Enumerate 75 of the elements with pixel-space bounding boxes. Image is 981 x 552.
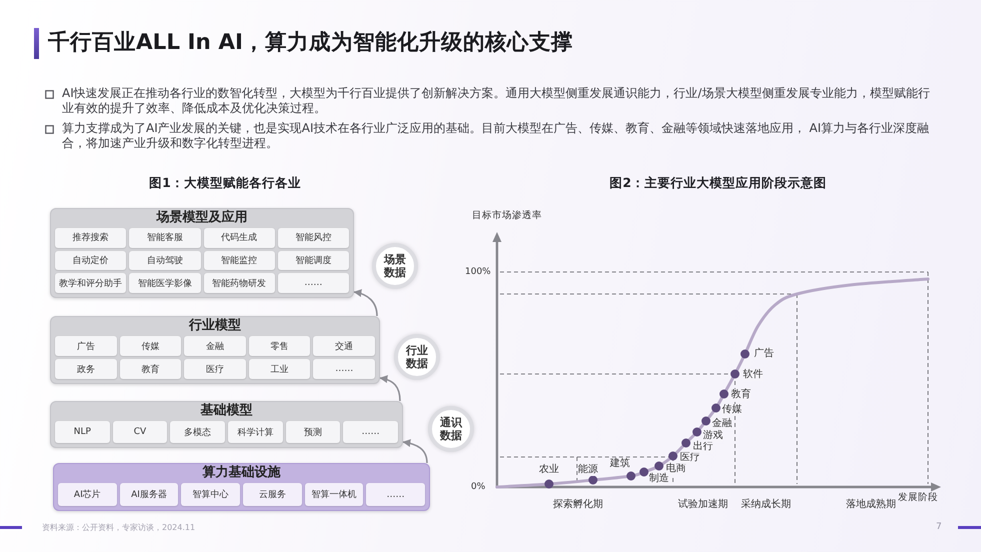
point-label: 金融 — [712, 418, 732, 430]
capability-tile: 交通 — [313, 336, 375, 356]
point-label: 教育 — [731, 389, 751, 401]
capability-tile: …… — [343, 421, 398, 443]
point-label: 传媒 — [722, 404, 742, 416]
point-label: 软件 — [743, 369, 763, 381]
capability-tile: 智能监控 — [204, 250, 275, 270]
capability-tile: 金融 — [184, 336, 246, 356]
slide-title: 千行百业ALL In AI，算力成为智能化升级的核心支撑 — [48, 29, 573, 57]
axis-tick-label: 0% — [471, 481, 486, 493]
panel-title: 行业模型 — [189, 318, 241, 334]
point-label: 建筑 — [610, 458, 630, 470]
capability-tile: …… — [313, 359, 375, 379]
phase-label: 采纳成长期 — [741, 499, 791, 511]
capability-tile: 智能客服 — [129, 228, 200, 248]
capability-tile: 智能风控 — [278, 228, 349, 248]
point-label: 游戏 — [703, 430, 723, 442]
capability-tile: 预测 — [286, 421, 340, 443]
axis-title: 目标市场渗透率 — [472, 210, 542, 222]
layer-panel — [50, 208, 354, 298]
curved-arrow — [354, 289, 378, 316]
figure-caption: 图2：主要行业大模型应用阶段示意图 — [610, 175, 826, 191]
capability-tile: 智能医学影像 — [129, 273, 200, 293]
point-label: 能源 — [578, 464, 598, 476]
phase-label: 试验加速期 — [678, 499, 728, 511]
data-source-circle: 行业数据 — [394, 334, 440, 380]
capability-tile: 教学和评分助手 — [55, 273, 126, 293]
curved-arrow — [380, 375, 401, 402]
panel-title: 基础模型 — [200, 403, 252, 419]
capability-tile: 科学计算 — [228, 421, 283, 443]
data-source-circle: 场景数据 — [372, 243, 418, 289]
layer-panel — [50, 316, 380, 384]
capability-tile: 智能药物研发 — [204, 273, 275, 293]
point-label: 广告 — [754, 348, 774, 360]
panel-title: 场景模型及应用 — [156, 210, 248, 226]
data-source-circle: 通识数据 — [428, 406, 474, 452]
panel-title: 算力基础设施 — [202, 465, 280, 481]
capability-tile: 政务 — [55, 359, 117, 379]
capability-tile: 工业 — [248, 359, 310, 379]
capability-tile: …… — [278, 273, 349, 293]
capability-tile: 推荐搜索 — [55, 228, 126, 248]
page-number: 7 — [936, 521, 942, 533]
axis-tick-label: 100% — [465, 266, 491, 278]
capability-tile: CV — [112, 421, 168, 443]
capability-tile: 多模态 — [170, 421, 225, 443]
layer-panel — [50, 401, 403, 448]
bullet-text: AI快速发展正在推动各行业的数智化转型，大模型为千行百业提供了创新解决方案。通用大模型侧重发展通识能力，行业/场景大模型侧重发展专业能力，模型赋能行业有效的提升了效率、降低成本及优化决策过程。 — [62, 86, 931, 116]
capability-tile: 传媒 — [120, 336, 182, 356]
capability-tile: 自动驾驶 — [129, 250, 200, 270]
capability-tile: 智算中心 — [181, 483, 240, 506]
point-label: 制造 — [649, 473, 669, 485]
capability-tile: 代码生成 — [204, 228, 275, 248]
capability-tile: 自动定价 — [55, 250, 126, 270]
axis-title: 发展阶段 — [898, 492, 938, 504]
capability-tile: AI芯片 — [58, 483, 117, 506]
figure-caption: 图1：大模型赋能各行各业 — [149, 175, 301, 191]
capability-tile: 云服务 — [243, 483, 302, 506]
phase-label: 落地成熟期 — [846, 499, 896, 511]
point-label: 农业 — [539, 464, 559, 476]
capability-tile: 零售 — [248, 336, 310, 356]
source-note: 资料来源：公开资料，专家访谈，2024.11 — [42, 522, 196, 533]
phase-label: 探索孵化期 — [553, 499, 603, 511]
capability-tile: AI服务器 — [120, 483, 178, 506]
capability-tile: …… — [366, 483, 425, 506]
capability-tile: 医疗 — [184, 359, 246, 379]
curved-arrow — [402, 439, 428, 464]
point-label: 医疗 — [680, 452, 700, 464]
point-label: 出行 — [693, 441, 713, 453]
layer-panel — [53, 463, 430, 511]
capability-tile: 智能调度 — [278, 250, 349, 270]
capability-tile: 广告 — [55, 336, 117, 356]
capability-tile: NLP — [55, 421, 110, 443]
capability-tile: 智算一体机 — [304, 483, 364, 506]
capability-tile: 教育 — [120, 359, 182, 379]
bullet-text: 算力支撑成为了AI产业发展的关键，也是实现AI技术在各行业广泛应用的基础。目前大模型在广告、传媒、教育、金融等领域快速落地应用， AI算力与各行业深度融合，将加速产业升级和数字化转型进程。 — [62, 121, 930, 151]
